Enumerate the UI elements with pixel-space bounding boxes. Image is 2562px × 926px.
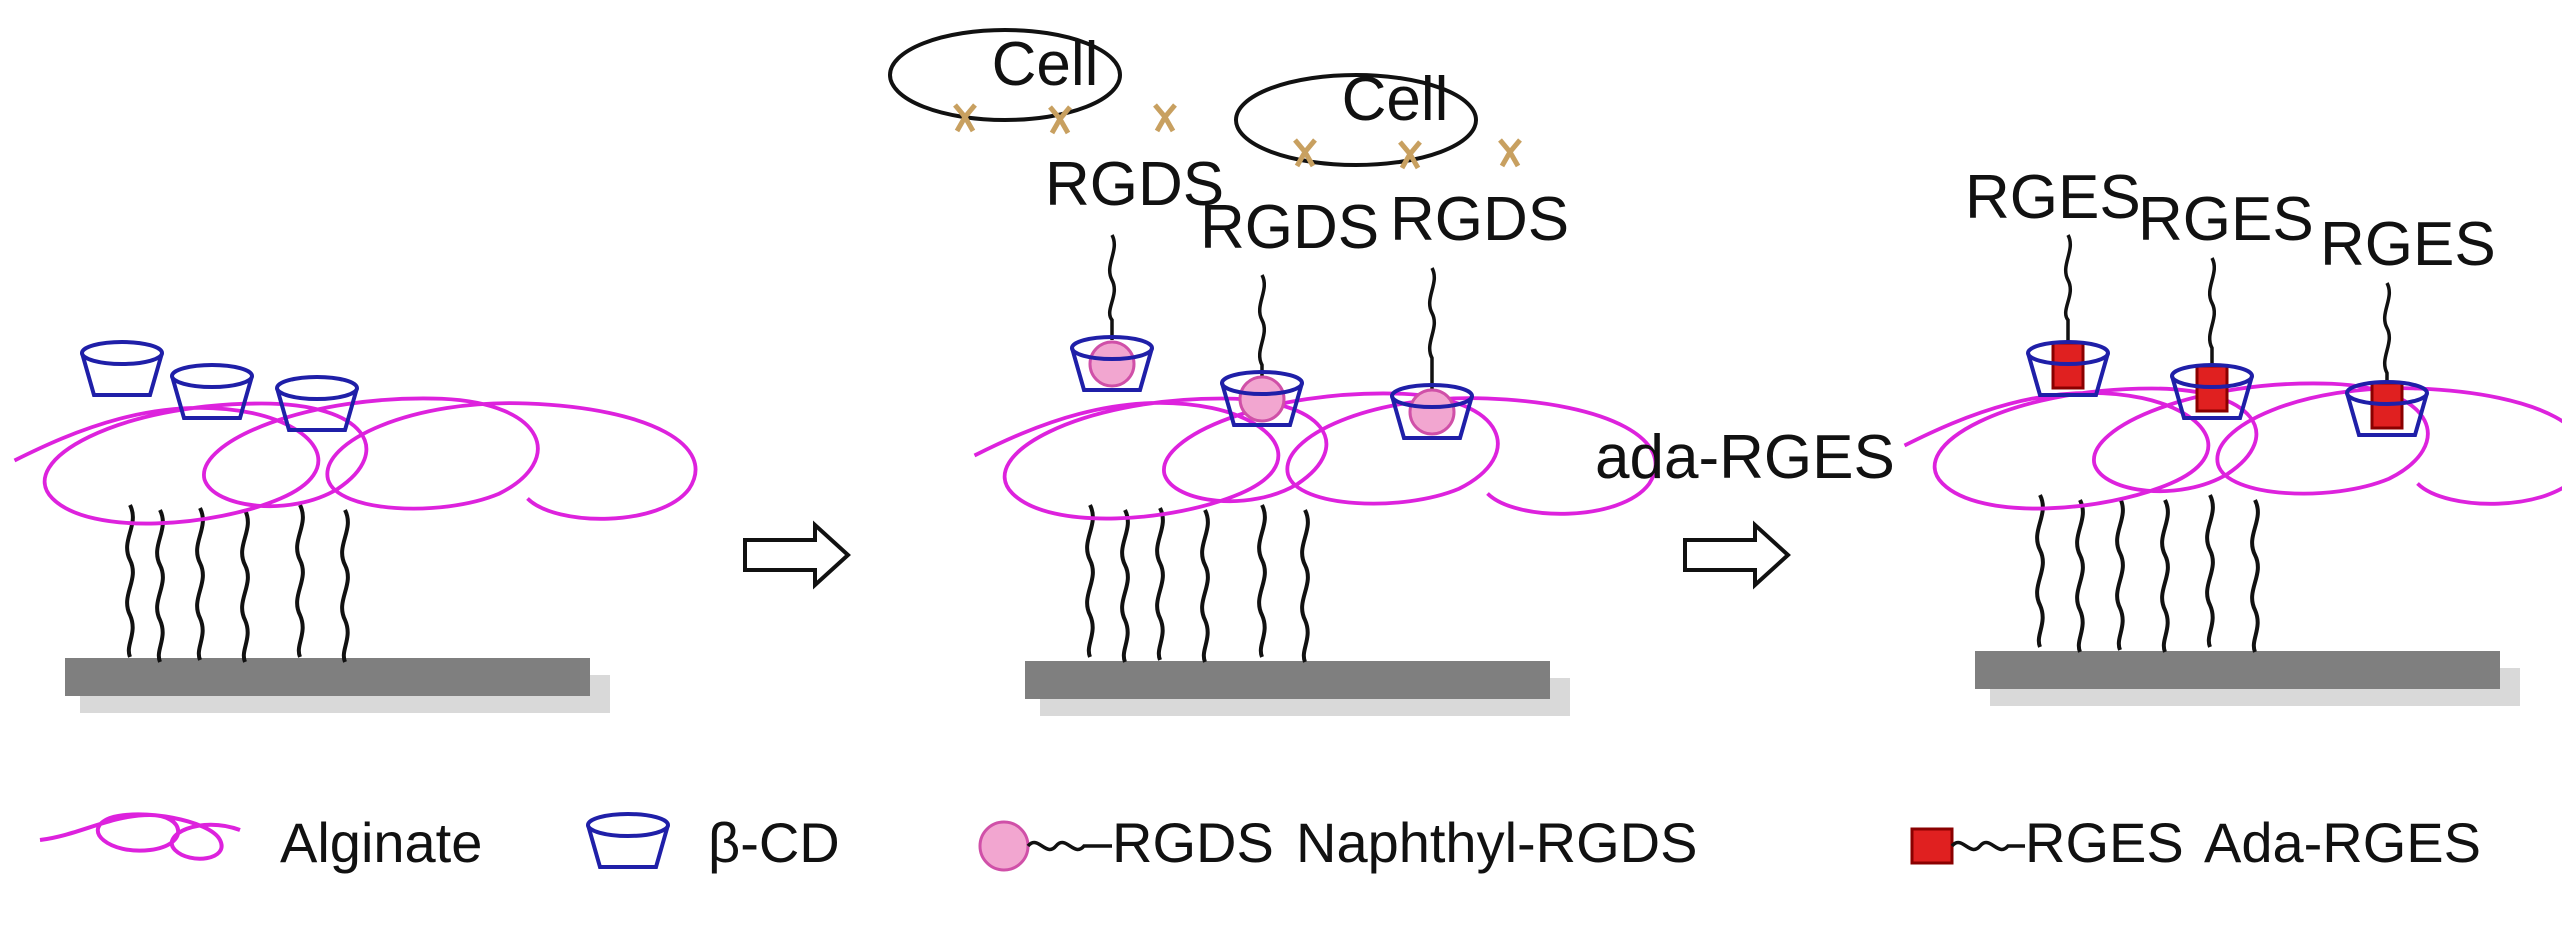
peptide-label: RGDS [1200, 193, 1379, 262]
cell-1: Cell [888, 28, 1175, 133]
peptide-linkers [1108, 234, 1436, 392]
legend-label: Naphthyl-RGDS [1296, 811, 1697, 874]
tethers [125, 503, 350, 664]
peptide-label: RGES [2320, 210, 2496, 279]
tethers [1085, 503, 1310, 664]
alginate-coil [972, 391, 1658, 521]
substrate [1025, 661, 1550, 699]
cell-2: Cell [1234, 65, 1520, 168]
process-arrow-2 [1683, 520, 1791, 590]
legend: Alginate β-CD RGDS Naphthyl-RGDS RGES Ad… [39, 811, 2481, 874]
peptide-label: RGES [1965, 163, 2141, 232]
panel-1-bare-surface [12, 340, 698, 713]
panel-3-ada-rges-exchange: RGES RGES RGES [1902, 163, 2562, 706]
linker-icon [1026, 840, 1112, 852]
cell-label: Cell [1342, 65, 1449, 134]
arrow-label: ada-RGES [1595, 423, 1895, 492]
linker-icon [1950, 840, 2025, 852]
panel-2-rgds-cell-adhesion: Cell Cell RGDS RGDS RGDS [888, 28, 1658, 716]
cell-label: Cell [992, 30, 1099, 99]
peptide-linkers [2064, 234, 2391, 385]
beta-cd-cups [80, 340, 359, 432]
legend-label: Alginate [280, 811, 482, 874]
naphthyl-icon [978, 820, 1030, 872]
legend-label: β-CD [708, 811, 840, 874]
legend-tag: RGES [2025, 811, 2184, 874]
legend-tag: RGDS [1112, 811, 1274, 874]
tethers [2035, 493, 2260, 654]
legend-naphthyl-rgds: RGDS Naphthyl-RGDS [978, 811, 1697, 874]
process-arrow-1 [743, 520, 851, 590]
peptide-label: RGDS [1390, 185, 1569, 254]
peptide-label: RGDS [1045, 150, 1224, 219]
legend-ada-rges: RGES Ada-RGES [1910, 811, 2481, 874]
beta-cd-ada-complexes [2026, 340, 2429, 437]
adamantane-icon [1910, 827, 1954, 865]
legend-alginate: Alginate [39, 811, 482, 874]
substrate [65, 658, 590, 696]
alginate-coil [12, 396, 698, 526]
peptide-label: RGES [2138, 185, 2314, 254]
alginate-coil [1902, 381, 2562, 511]
legend-label: Ada-RGES [2204, 811, 2481, 874]
substrate [1975, 651, 2500, 689]
beta-cd-naphthyl-complexes [1070, 335, 1474, 440]
alginate-icon [39, 812, 241, 861]
legend-beta-cd: β-CD [586, 811, 840, 874]
